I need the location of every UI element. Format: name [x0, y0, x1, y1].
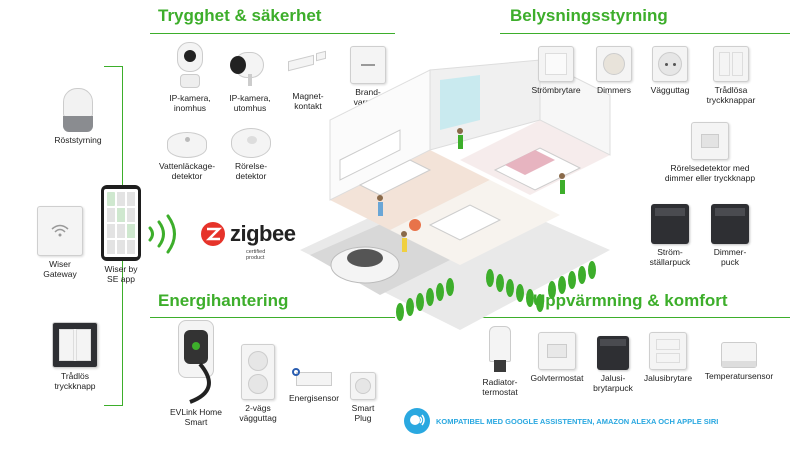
voice-control-label: Röststyrning	[54, 135, 102, 145]
dimmer: Dimmers	[586, 46, 642, 95]
smart-plug: Smart Plug	[338, 372, 388, 423]
section-title-energy: Energihantering	[158, 291, 289, 310]
double-socket-icon	[241, 344, 275, 400]
wall-socket: Vägguttag	[642, 46, 698, 95]
switch-label: Strömbrytare	[531, 85, 581, 95]
blind-switch-puck: Jalusi- brytarpuck	[588, 336, 638, 393]
section-title-security: Trygghet & säkerhet	[158, 6, 322, 25]
blind-switch-icon	[649, 332, 687, 370]
motion-detector-dimmer: Rörelsedetektor med dimmer eller tryckkn…	[650, 122, 770, 183]
switch-puck-icon	[651, 204, 689, 244]
blind-switch: Jalusibrytare	[636, 332, 700, 383]
socket-icon	[652, 46, 688, 82]
motion-detector: Rörelse- detektor	[220, 128, 282, 181]
evlink-charger-label: EVLink Home Smart	[170, 407, 222, 427]
security-rule	[150, 33, 395, 34]
two-way-socket: 2-vägs vägguttag	[228, 344, 288, 423]
switch-puck-label: Ström- ställarpuck	[649, 247, 691, 267]
radiator-thermostat-label: Radiator- termostat	[482, 377, 518, 397]
wireless-pushbutton-label: Trådlös tryckknapp	[54, 371, 96, 391]
left-connector-bottom	[104, 405, 122, 406]
dimmer-puck-label: Dimmer- puck	[713, 247, 747, 267]
energy-sensor: Energisensor	[284, 366, 344, 403]
section-title-lighting: Belysningsstyrning	[510, 6, 668, 25]
dimmer-puck: Dimmer- puck	[700, 204, 760, 267]
ip-camera-indoor-label: IP-kamera, inomhus	[169, 93, 211, 113]
wiser-app-label: Wiser by SE app	[104, 264, 138, 284]
floor-thermostat: Golvtermostat	[522, 332, 592, 383]
zigbee-wordmark: zigbee	[230, 221, 296, 246]
left-connector-top	[104, 66, 122, 67]
switch: Strömbrytare	[526, 46, 586, 95]
evlink-charger: EVLink Home Smart	[158, 320, 234, 427]
lighting-rule	[500, 33, 790, 34]
energy-sensor-icon	[292, 366, 336, 390]
smartphone-icon	[101, 185, 141, 261]
heating-rule	[470, 317, 790, 318]
water-leak-detector: Vattenläckage- detektor	[152, 132, 222, 181]
dimmer-puck-icon	[711, 204, 749, 244]
ip-camera-indoor: IP-kamera, inomhus	[160, 42, 220, 113]
wireless-pushbutton: Trådlös tryckknapp	[40, 322, 110, 391]
gateway-icon	[37, 206, 83, 256]
wireless-pushbuttons-icon	[713, 46, 749, 82]
dimmer-icon	[596, 46, 632, 82]
smart-speaker-icon	[63, 88, 93, 132]
switch-puck: Ström- ställarpuck	[640, 204, 700, 267]
floor-thermostat-icon	[538, 332, 576, 370]
indoor-camera-icon	[175, 42, 205, 90]
ev-charger-icon	[170, 320, 222, 404]
energy-rule	[150, 317, 395, 318]
pushbutton-icon	[52, 322, 98, 368]
motion-detector-dimmer-label: Rörelsedetektor med dimmer eller tryckkn…	[664, 163, 756, 183]
voice-control: Röststyrning	[48, 88, 108, 145]
wiser-gateway-label: Wiser Gateway	[43, 259, 77, 279]
wireless-pushbuttons: Trådlösa tryckknappar	[696, 46, 766, 105]
wiser-gateway: Wiser Gateway	[28, 206, 92, 279]
wireless-signal-icon	[148, 214, 176, 254]
wall-socket-label: Vägguttag	[650, 85, 690, 95]
radiator-thermostat: Radiator- termostat	[470, 326, 530, 397]
temperature-sensor: Temperatursensor	[696, 342, 782, 381]
outdoor-camera-icon	[230, 44, 270, 90]
blind-switch-label: Jalusibrytare	[643, 373, 693, 383]
voice-assistant-icon	[404, 408, 430, 434]
section-title-heating: Uppvärmning & komfort	[533, 291, 728, 310]
wireless-pushbuttons-label: Trådlösa tryckknappar	[706, 85, 756, 105]
smoke-alarm-icon	[350, 46, 386, 84]
smart-home-illustration	[300, 59, 611, 330]
magnet-contact-label: Magnet- kontakt	[292, 91, 324, 111]
ip-camera-outdoor-label: IP-kamera, utomhus	[229, 93, 271, 113]
water-leak-detector-label: Vattenläckage- detektor	[158, 161, 216, 181]
blind-puck-icon	[597, 336, 629, 370]
zigbee-logo: zigbee certified product	[200, 221, 296, 261]
motion-detector-label: Rörelse- detektor	[234, 161, 268, 181]
two-way-socket-label: 2-vägs vägguttag	[239, 403, 277, 423]
smart-plug-label: Smart Plug	[351, 403, 375, 423]
energy-sensor-label: Energisensor	[288, 393, 340, 403]
smart-plug-icon	[350, 372, 376, 400]
zigbee-mark-icon	[201, 222, 225, 246]
zigbee-certified-text: certified product	[246, 249, 266, 261]
floor-thermostat-label: Golvtermostat	[530, 373, 584, 383]
water-leak-sensor-icon	[167, 132, 207, 158]
dimmer-label: Dimmers	[597, 85, 631, 95]
voice-compat-banner: KOMPATIBEL MED GOOGLE ASSISTENTEN, AMAZO…	[404, 408, 718, 434]
switch-icon	[538, 46, 574, 82]
motion-dimmer-icon	[691, 122, 729, 160]
radiator-thermostat-icon	[487, 326, 513, 374]
temperature-sensor-icon	[721, 342, 757, 368]
magnet-contact: Magnet- kontakt	[280, 46, 336, 111]
ip-camera-outdoor: IP-kamera, utomhus	[220, 44, 280, 113]
temperature-sensor-label: Temperatursensor	[704, 371, 774, 381]
motion-sensor-icon	[231, 128, 271, 158]
voice-compat-text: KOMPATIBEL MED GOOGLE ASSISTENTEN, AMAZO…	[436, 416, 719, 426]
wiser-app[interactable]: Wiser by SE app	[92, 185, 150, 284]
blind-switch-puck-label: Jalusi- brytarpuck	[593, 373, 633, 393]
